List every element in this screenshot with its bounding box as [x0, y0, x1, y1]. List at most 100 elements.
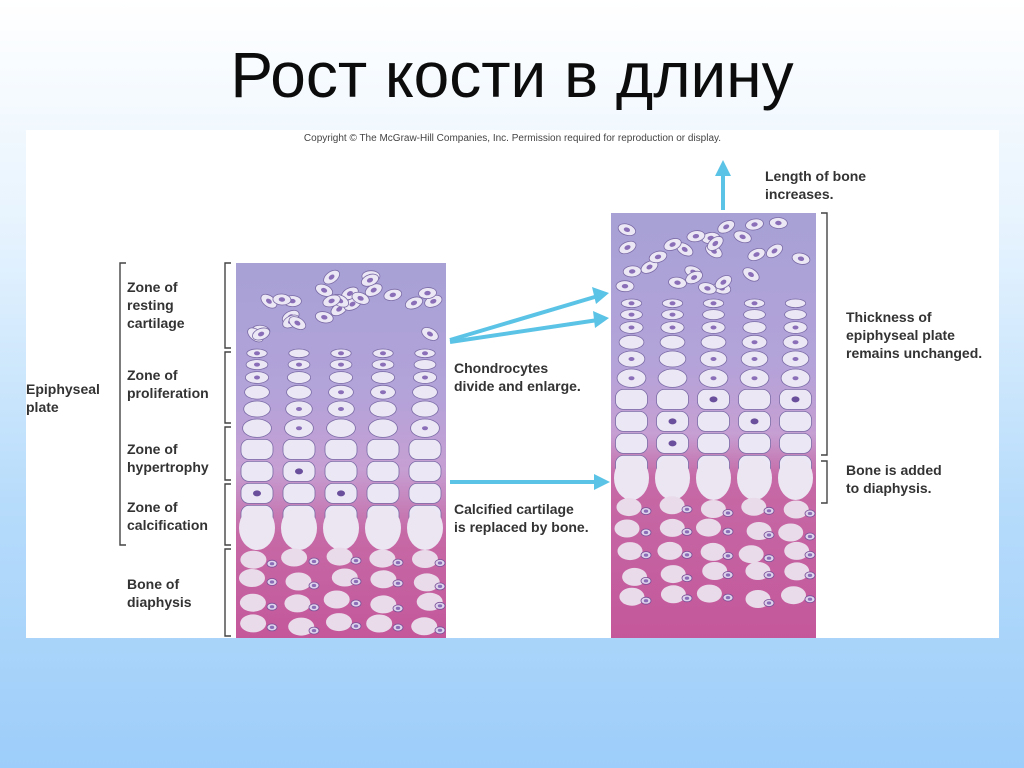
left-bone-section	[236, 263, 446, 638]
chondrocyte-nucleus	[380, 390, 386, 395]
hypertrophy-zone-label: Zone of hypertrophy	[127, 441, 209, 475]
chondrocyte-nucleus	[422, 426, 428, 431]
osteocyte-nucleus	[437, 604, 443, 608]
calcified-lacuna	[239, 506, 275, 550]
chondrocyte-nucleus	[691, 275, 698, 280]
chondrocyte-nucleus	[349, 301, 356, 307]
chondrocyte-nucleus	[669, 301, 676, 306]
chondrocyte-nucleus	[704, 286, 711, 291]
proliferating-chondrocyte	[328, 371, 353, 384]
hypertrophic-chondrocyte	[324, 460, 358, 482]
chondrocyte-arrow-lower-shaft	[449, 318, 599, 344]
chondrocyte-nucleus	[751, 222, 758, 227]
chondrocyte-nucleus	[710, 301, 717, 306]
osteocyte-nucleus	[807, 511, 813, 516]
chondrocyte-nucleus	[410, 300, 418, 306]
chondrocyte-nucleus	[792, 357, 799, 361]
chondrocyte-nucleus	[674, 280, 681, 285]
hypertrophic-chondrocyte	[656, 388, 689, 410]
osteocyte-nucleus	[269, 605, 275, 609]
calcification-zone-bracket	[224, 483, 231, 546]
calcified-arrow-head	[594, 474, 610, 490]
chondrocyte-nucleus	[775, 220, 782, 226]
hypertrophic-chondrocyte	[240, 438, 274, 460]
osteocyte-nucleus	[807, 573, 813, 577]
osteocyte-nucleus	[725, 596, 731, 600]
chondrocyte-nucleus	[294, 320, 301, 326]
chondrocyte-arrow-upper-head	[592, 287, 609, 304]
left-cell-layer	[239, 269, 446, 636]
hypertrophic-chondrocyte	[366, 482, 400, 504]
hypertrophic-chondrocyte	[240, 460, 274, 482]
calcified-lacuna	[365, 506, 401, 550]
chondrocyte-nucleus	[628, 376, 635, 381]
osteocyte-nucleus	[395, 561, 401, 565]
chondrocytes-label: Chondrocytes divide and enlarge.	[454, 360, 581, 394]
hypertrophic-chondrocyte	[408, 438, 442, 460]
diaphysis-bracket	[224, 548, 231, 637]
chondrocyte-nucleus	[336, 306, 343, 312]
marrow-space	[660, 565, 686, 584]
proliferating-chondrocyte	[286, 371, 311, 384]
marrow-space	[619, 587, 645, 606]
calcified-lacuna	[737, 456, 772, 500]
chondrocyte-nucleus	[751, 301, 758, 306]
chondrocyte-nucleus	[254, 375, 260, 380]
length-arrow-head	[715, 160, 731, 176]
osteocyte-nucleus	[269, 562, 275, 566]
osteocyte-nucleus	[643, 599, 649, 603]
hypertrophic-chondrocyte	[615, 410, 648, 432]
chondrocyte-nucleus	[422, 351, 428, 356]
proliferating-chondrocyte	[242, 418, 272, 438]
proliferating-chondrocyte	[411, 400, 439, 418]
chondrocyte-nucleus	[321, 315, 328, 320]
chondrocyte-nucleus	[668, 418, 677, 425]
calcified-lacuna	[614, 456, 649, 500]
calcification-zone-label: Zone of calcification	[127, 499, 208, 533]
chondrocyte-nucleus	[254, 351, 260, 356]
hypertrophic-chondrocyte	[282, 482, 316, 504]
chondrocyte-nucleus	[254, 362, 260, 367]
chondrocyte-nucleus	[338, 351, 344, 356]
proliferation-zone-label: Zone of proliferation	[127, 367, 209, 401]
proliferating-chondrocyte	[659, 334, 686, 350]
resting-zone-bracket	[224, 262, 231, 349]
marrow-space	[614, 519, 640, 538]
chondrocyte-nucleus	[669, 312, 676, 317]
osteocyte-nucleus	[311, 583, 317, 588]
marrow-space	[660, 585, 686, 604]
chondrocyte-nucleus	[253, 490, 261, 497]
osteocyte-nucleus	[684, 507, 690, 511]
marrow-space	[700, 500, 726, 518]
bone-added-label: Bone is added to diaphysis.	[846, 462, 942, 496]
chondrocyte-nucleus	[723, 224, 730, 230]
marrow-space	[240, 550, 267, 569]
osteocyte-nucleus	[684, 576, 690, 580]
osteocyte-nucleus	[807, 553, 813, 557]
marrow-space	[281, 548, 308, 567]
osteocyte-nucleus	[766, 533, 772, 537]
hypertrophic-chondrocyte	[324, 438, 358, 460]
osteocyte-nucleus	[395, 581, 401, 585]
hypertrophic-chondrocyte	[779, 410, 812, 432]
bone-growth-illustration	[119, 160, 828, 638]
osteocyte-nucleus	[643, 509, 649, 513]
chondrocyte-nucleus	[430, 298, 437, 304]
chondrocyte-nucleus	[792, 340, 799, 345]
osteocyte-nucleus	[725, 530, 731, 534]
right-bone-section	[611, 213, 816, 638]
marrow-space	[702, 562, 728, 580]
marrow-space	[326, 547, 353, 566]
marrow-space	[412, 550, 438, 568]
marrow-space	[784, 562, 810, 581]
marrow-space	[240, 614, 267, 633]
chondrocyte-nucleus	[266, 298, 272, 304]
marrow-space	[411, 617, 438, 636]
marrow-space	[616, 498, 642, 517]
osteocyte-nucleus	[311, 559, 317, 564]
osteocyte-nucleus	[643, 530, 649, 535]
chondrocyte-nucleus	[669, 242, 676, 247]
osteocyte-nucleus	[766, 556, 772, 560]
calcified-lacuna	[323, 506, 359, 550]
chondrocyte-nucleus	[295, 468, 303, 475]
